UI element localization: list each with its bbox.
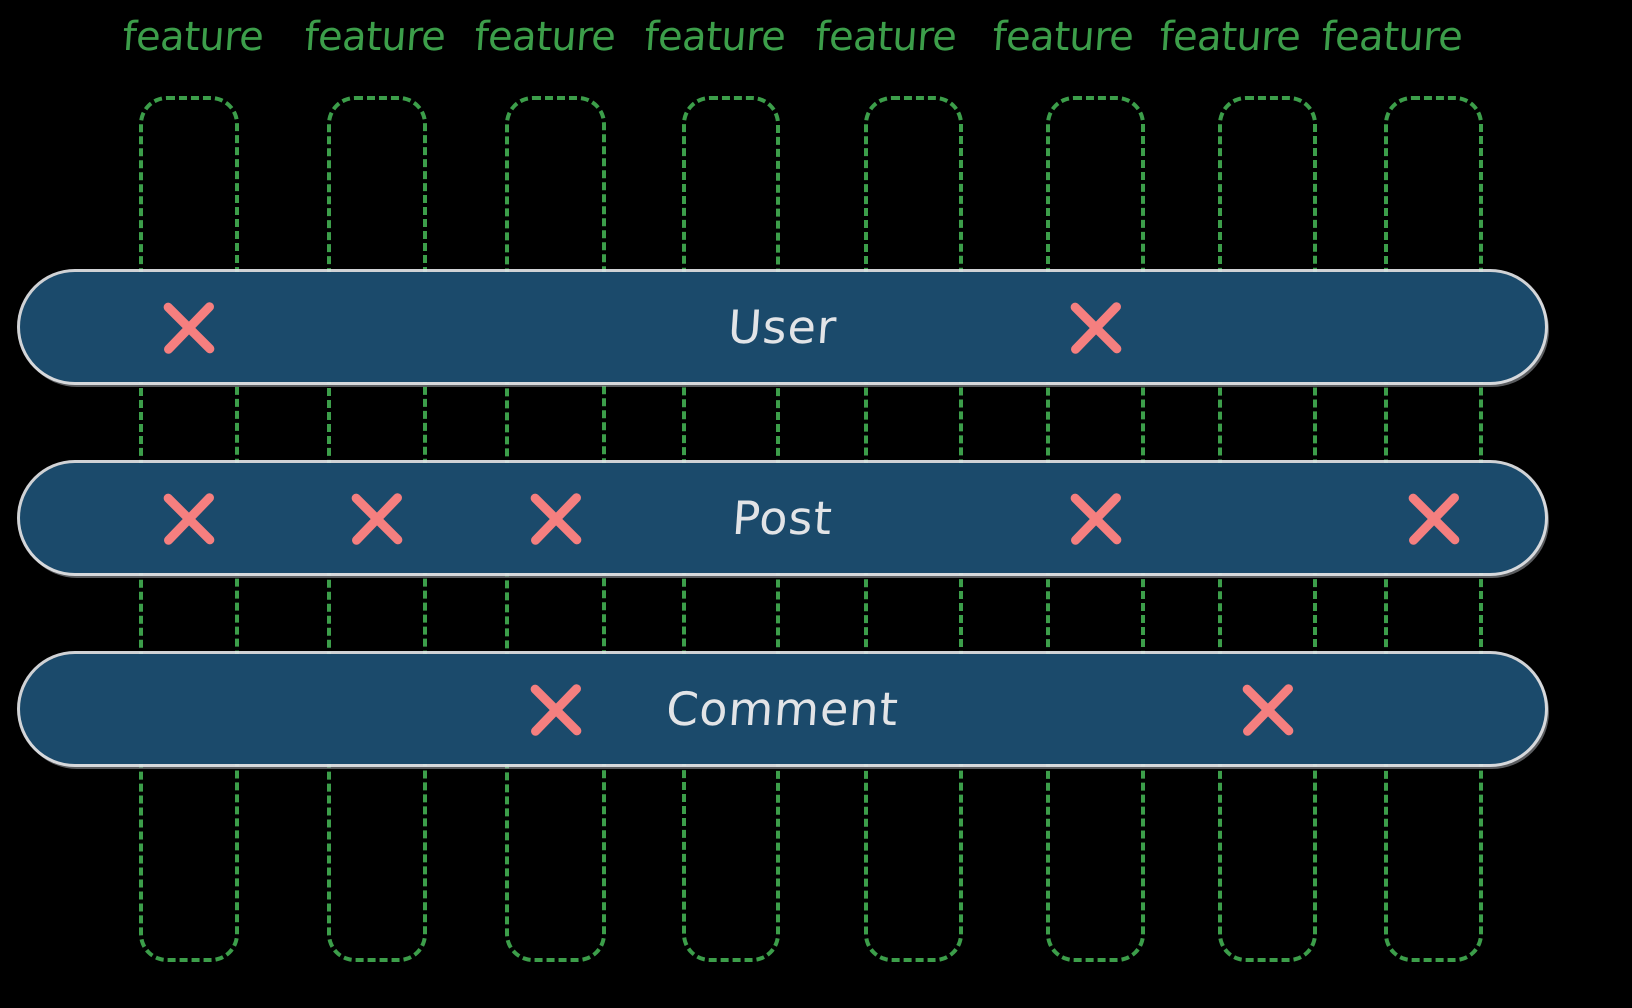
feature-column-label: feature <box>120 14 266 60</box>
feature-cross-icon <box>1397 481 1471 555</box>
feature-column-label: feature <box>1319 14 1465 60</box>
feature-cross-icon <box>519 672 593 746</box>
entity-name-label: Post <box>730 491 835 545</box>
feature-cross-icon <box>152 481 226 555</box>
feature-column-label: feature <box>302 14 448 60</box>
feature-cross-icon <box>1059 481 1133 555</box>
feature-cross-icon <box>340 481 414 555</box>
feature-cross-icon <box>1231 672 1305 746</box>
entity-name-label: Comment <box>664 682 901 736</box>
feature-column-label: feature <box>1157 14 1303 60</box>
feature-column-label: feature <box>642 14 788 60</box>
feature-column-label: feature <box>813 14 959 60</box>
entity-row[interactable]: User <box>20 272 1545 382</box>
feature-cross-icon <box>152 290 226 364</box>
entity-row[interactable]: Comment <box>20 654 1545 764</box>
feature-cross-icon <box>1059 290 1133 364</box>
feature-column-label: feature <box>990 14 1136 60</box>
feature-column-label: feature <box>472 14 618 60</box>
entity-name-label: User <box>726 300 839 354</box>
entity-row[interactable]: Post <box>20 463 1545 573</box>
feature-cross-icon <box>519 481 593 555</box>
